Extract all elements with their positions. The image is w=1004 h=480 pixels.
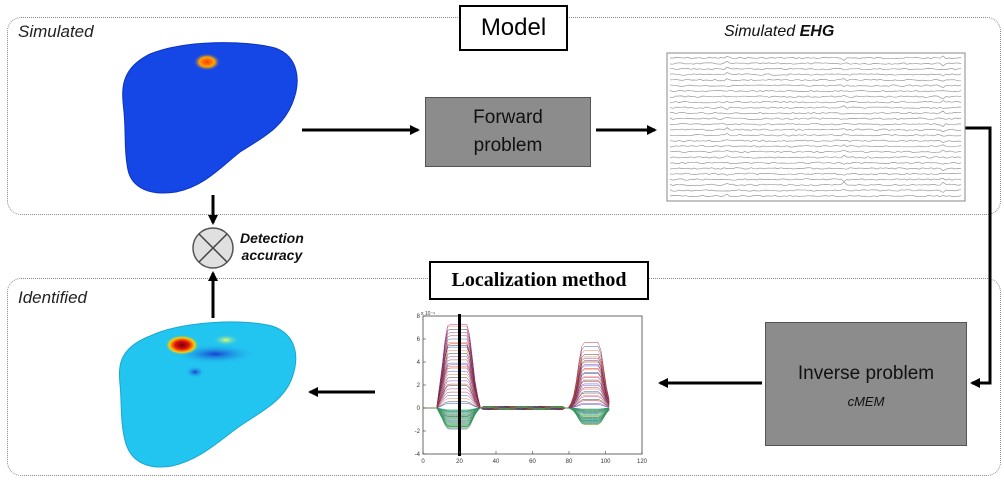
identified-panel-label: Identified: [18, 288, 87, 307]
x-tick-label: 60: [529, 459, 536, 465]
ehg-trace: [669, 66, 962, 71]
x-tick-label: 0: [421, 459, 425, 465]
x-tick-label: 40: [493, 459, 500, 465]
ehg-trace: [669, 172, 962, 176]
model-title: Model: [480, 14, 547, 41]
x-tick-label: 80: [566, 459, 573, 465]
y-tick-label: 6: [417, 337, 421, 343]
detection-accuracy-label: Detection accuracy: [240, 230, 304, 264]
detection-accuracy-line1: Detection: [240, 230, 304, 246]
x-tick-label: 100: [600, 459, 611, 465]
chart-series-line: [423, 359, 610, 410]
ehg-trace: [669, 116, 962, 120]
detection-accuracy-line2: accuracy: [241, 247, 303, 263]
simulated-panel-label: Simulated: [18, 22, 94, 41]
y-tick-label: 2: [417, 383, 421, 389]
simulated-ehg-suffix: EHG: [799, 23, 835, 40]
chart-series-line: [423, 407, 610, 427]
ehg-trace: [669, 110, 962, 115]
ehg-trace: [669, 193, 962, 198]
ehg-trace: [669, 188, 962, 193]
chart-series-line: [423, 406, 610, 420]
flow-arrows: [208, 125, 992, 397]
ehg-trace: [669, 60, 962, 67]
simulated-source-spot: [193, 53, 221, 71]
ehg-trace: [669, 133, 962, 137]
arrow-ehg-to-inverse: [965, 126, 992, 388]
inverse-problem-label: Inverse problem: [797, 362, 935, 384]
inverse-problem-box: Inverse problem cMEM: [765, 322, 967, 446]
identified-source-spot: [165, 335, 199, 355]
y-tick-label: 4: [417, 360, 421, 366]
inverse-problem-method: cMEM: [847, 393, 885, 409]
ehg-trace: [669, 167, 962, 172]
y-tick-label: 0: [417, 406, 421, 412]
ehg-trace: [669, 149, 962, 153]
ehg-trace: [669, 100, 962, 104]
localization-title-box: Localization method: [429, 261, 649, 300]
ehg-trace: [669, 144, 962, 148]
chart-series-line: [423, 356, 610, 409]
simulated-ehg-plot: [666, 52, 966, 202]
x-tick-label: 20: [456, 459, 463, 465]
ehg-trace: [669, 127, 961, 133]
simulated-ehg-prefix: Simulated: [724, 23, 800, 40]
chart-series-line: [423, 324, 610, 410]
ehg-trace: [669, 94, 962, 100]
ehg-trace: [669, 139, 962, 143]
ehg-trace: [669, 84, 962, 89]
identified-uterus-mesh: [119, 321, 297, 468]
forward-problem-line2: problem: [473, 135, 543, 156]
model-title-box: Model: [459, 5, 568, 51]
localization-title: Localization method: [451, 269, 627, 291]
ehg-trace: [669, 181, 962, 187]
simulated-ehg-title: Simulated EHG: [724, 23, 834, 41]
ehg-trace: [669, 89, 962, 93]
ehg-trace: [669, 178, 962, 182]
forward-problem-line1: Forward: [473, 107, 543, 128]
ehg-trace: [669, 105, 962, 111]
y-tick-label: -4: [415, 452, 421, 458]
ehg-trace: [669, 72, 962, 77]
detection-accuracy-symbol: [192, 227, 234, 269]
ehg-trace: [669, 154, 962, 159]
forward-problem-box: Forward problem: [425, 97, 591, 167]
simulated-uterus-mesh: [122, 42, 298, 194]
y-exponent-label: x 10⁻⁹: [421, 311, 435, 317]
ehg-trace: [669, 55, 962, 61]
ehg-trace: [669, 78, 961, 82]
chart-series-line: [423, 406, 610, 413]
y-tick-label: -2: [415, 429, 421, 435]
ehg-trace: [669, 161, 962, 165]
x-tick-label: 120: [637, 459, 648, 465]
chart-frame: [422, 315, 643, 455]
ehg-trace: [669, 123, 962, 128]
y-tick-label: 8: [417, 314, 421, 320]
